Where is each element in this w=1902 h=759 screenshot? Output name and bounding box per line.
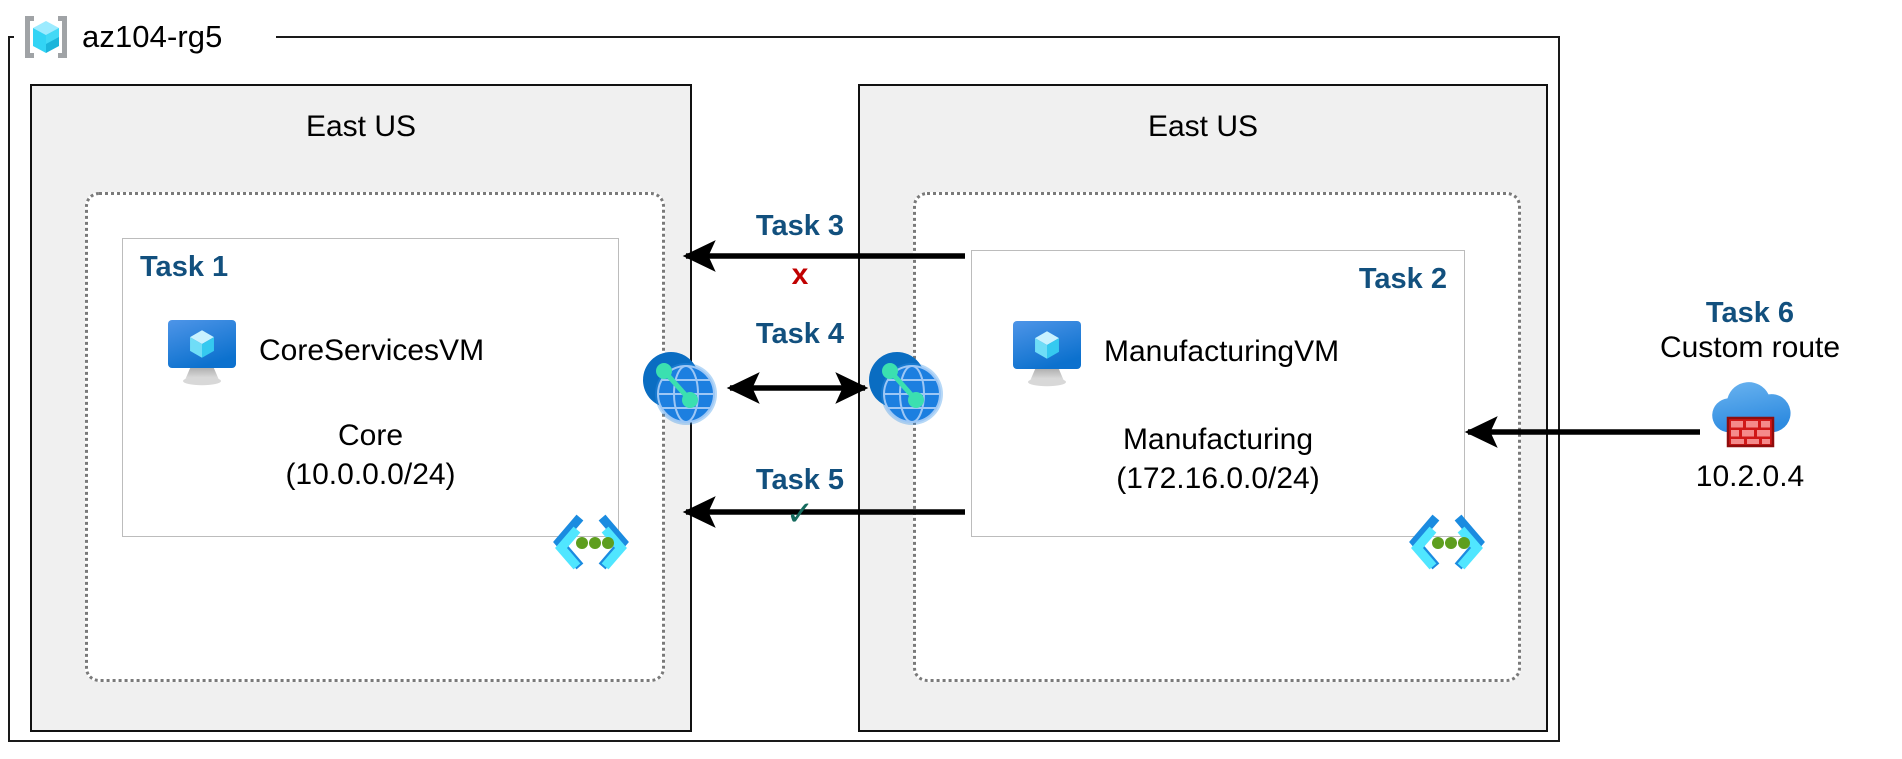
- vm-manufacturingvm: ManufacturingVM: [1008, 313, 1339, 391]
- task-5-label: Task 5: [755, 464, 845, 496]
- task-2-label: Task 2: [1358, 263, 1447, 295]
- azure-resource-group-icon: [20, 11, 72, 63]
- virtual-machine-icon: [1008, 313, 1086, 391]
- vnet-peering-icon: [862, 344, 950, 432]
- task-3-label: Task 3: [755, 210, 845, 242]
- task-4-label: Task 4: [755, 318, 845, 350]
- resource-group-name: az104-rg5: [82, 19, 223, 54]
- task-6-label: Task 6: [1705, 297, 1795, 329]
- vm-name-left: CoreServicesVM: [259, 334, 485, 367]
- task-1-label: Task 1: [140, 251, 229, 283]
- subnet-manufacturing-name: Manufacturing: [1122, 423, 1314, 456]
- task-6-group: Task 6 Custom route: [1616, 296, 1884, 494]
- vnet-icon: [1409, 513, 1485, 571]
- subnet-box-manufacturing: Task 2: [971, 250, 1465, 537]
- subnet-core-cidr: (10.0.0.0/24): [285, 458, 456, 491]
- vm-coreservicesvm: CoreServicesVM: [163, 312, 484, 390]
- region-label-left: East US: [305, 110, 417, 143]
- region-box-right: East US Task 2: [858, 84, 1548, 732]
- firewall-ip-address: 10.2.0.4: [1695, 460, 1805, 494]
- allowed-check-icon: ✓: [785, 495, 815, 533]
- task-6-description: Custom route: [1659, 331, 1841, 365]
- region-label-right: East US: [1147, 110, 1259, 143]
- region-box-left: East US Task 1: [30, 84, 692, 732]
- vnet-peering-icon: [636, 344, 724, 432]
- subnet-core-name: Core: [337, 419, 404, 452]
- blocked-mark-icon: x: [791, 258, 809, 291]
- resource-group-title: az104-rg5: [20, 8, 223, 66]
- subnet-manufacturing-cidr: (172.16.0.0/24): [1116, 462, 1320, 495]
- subnet-box-core: Task 1: [122, 238, 619, 537]
- azure-firewall-icon: [1616, 374, 1884, 454]
- resource-group-boundary: [8, 36, 1560, 742]
- vnet-box-coreservicesvnet: Task 1: [85, 192, 665, 682]
- vm-name-right: ManufacturingVM: [1104, 335, 1340, 368]
- vnet-icon: [553, 513, 629, 571]
- vnet-box-manufacturingvnet: Task 2: [913, 192, 1521, 682]
- virtual-machine-icon: [163, 312, 241, 390]
- subnet-core-name-cidr: Core (10.0.0.0/24): [123, 416, 618, 494]
- subnet-manufacturing-name-cidr: Manufacturing (172.16.0.0/24): [972, 420, 1464, 498]
